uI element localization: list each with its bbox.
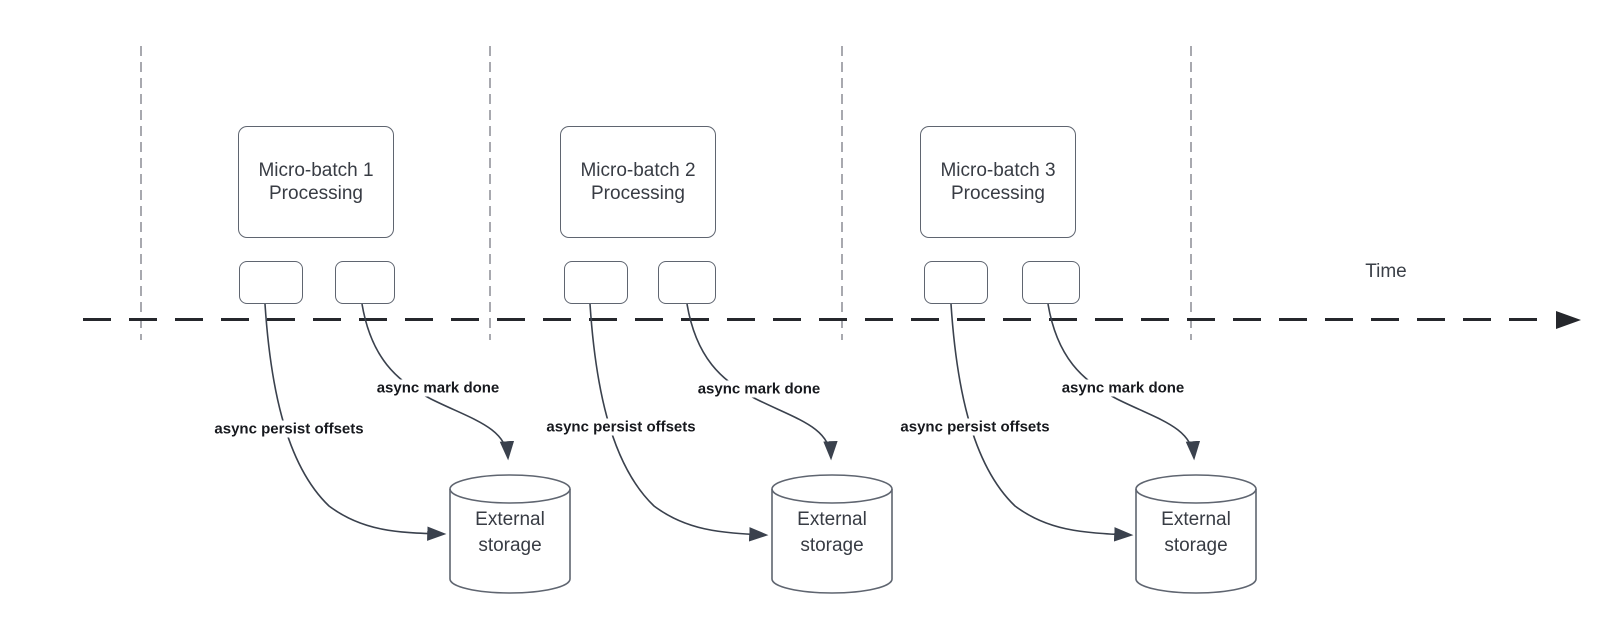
micro-batch-1-box: Micro-batch 1 Processing [238, 126, 394, 238]
micro-batch-3-title-line2: Processing [951, 183, 1045, 204]
mark-done-edge-label-2: async mark done [694, 380, 824, 398]
offset-task-box-1 [239, 261, 303, 304]
micro-batch-3-title-line1: Micro-batch 3 [940, 160, 1056, 181]
timeline-arrowhead-icon [1556, 311, 1581, 329]
storage-label-line2: storage [1164, 535, 1228, 556]
done-task-box-2 [658, 261, 716, 304]
micro-batch-1-title-line1: Micro-batch 1 [258, 160, 374, 181]
offset-task-box-2 [564, 261, 628, 304]
persist-offsets-arrow-1 [264, 303, 447, 541]
micro-batch-2-title-line1: Micro-batch 2 [580, 160, 696, 181]
external-storage-label-1: External storage [450, 507, 570, 559]
done-task-box-1 [335, 261, 395, 304]
persist-offsets-edge-label-1: async persist offsets [211, 420, 367, 438]
interval-divider-line-3 [841, 46, 843, 340]
mark-done-edge-label-1: async mark done [373, 379, 503, 397]
interval-divider-line-4 [1190, 46, 1192, 340]
mark-done-edge-label-3: async mark done [1058, 379, 1188, 397]
interval-divider-line-1 [140, 46, 142, 340]
storage-label-line1: External [1161, 509, 1231, 530]
cylinder-rim [771, 488, 893, 504]
storage-label-line2: storage [800, 535, 864, 556]
cylinder-rim [1135, 488, 1257, 504]
time-axis-label: Time [1365, 261, 1407, 282]
micro-batch-1-title-line2: Processing [269, 183, 363, 204]
storage-label-line1: External [475, 509, 545, 530]
micro-batch-2-title-line2: Processing [591, 183, 685, 204]
interval-divider-line-2 [489, 46, 491, 340]
persist-offsets-edge-label-2: async persist offsets [543, 418, 699, 436]
micro-batch-2-box: Micro-batch 2 Processing [560, 126, 716, 238]
external-storage-label-2: External storage [772, 507, 892, 559]
offset-task-box-3 [924, 261, 988, 304]
persist-offsets-edge-label-3: async persist offsets [897, 418, 1053, 436]
external-storage-label-3: External storage [1136, 507, 1256, 559]
micro-batch-3-box: Micro-batch 3 Processing [920, 126, 1076, 238]
cylinder-rim [449, 488, 571, 504]
timeline-axis [83, 318, 1553, 321]
done-task-box-3 [1022, 261, 1080, 304]
storage-label-line1: External [797, 509, 867, 530]
storage-label-line2: storage [478, 535, 542, 556]
